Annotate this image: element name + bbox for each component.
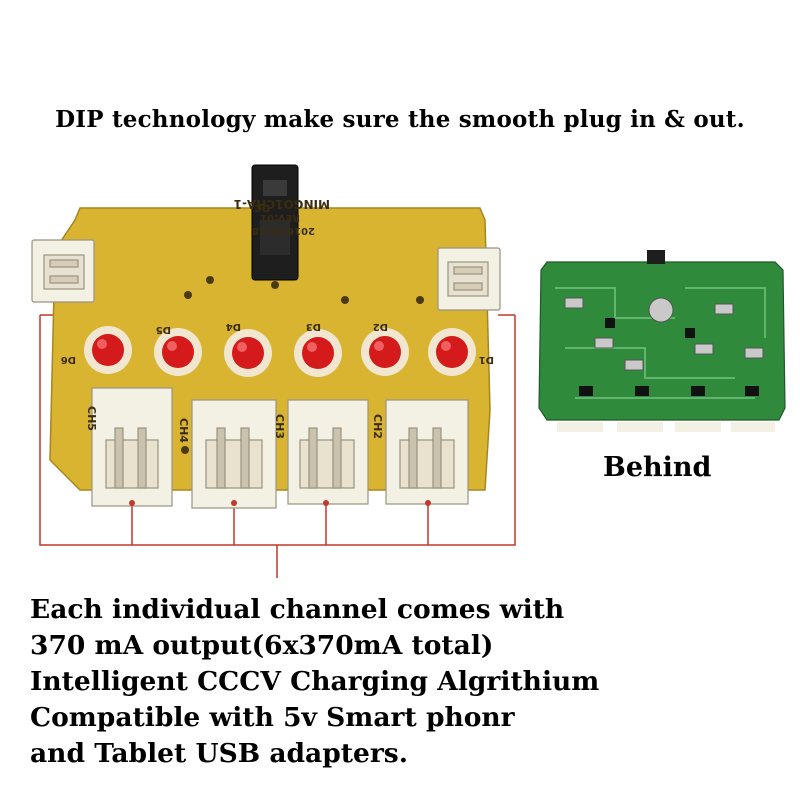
spec-line: Compatible with 5v Smart phonr <box>30 702 515 733</box>
spec-line: 370 mA output(6x370mA total) <box>30 630 494 661</box>
behind-label: Behind <box>603 452 712 483</box>
spec-line: Each individual channel comes with <box>30 594 565 625</box>
channel-label-ch4: CH4 <box>177 418 190 443</box>
led-label-d6: D6 <box>61 354 76 365</box>
charger-board-front-photo: MINGO1CHA-1 REV:01 2016/02/18 DC D6 D5 D… <box>31 164 516 578</box>
connector-top-left <box>31 239 95 303</box>
dc-marking: DC <box>254 202 270 213</box>
channel-label-ch5: CH5 <box>85 406 98 431</box>
spec-text-block: Each individual channel comes with 370 m… <box>30 592 790 772</box>
channel-label-ch2: CH2 <box>371 414 384 439</box>
led-label-d3: D3 <box>306 321 321 332</box>
headline: DIP technology make sure the smooth plug… <box>55 106 745 133</box>
rev-marking: REV:01 <box>260 212 300 223</box>
pcb-green <box>538 261 786 421</box>
connector-ch2 <box>385 399 469 505</box>
led-d4 <box>224 329 272 377</box>
date-marking: 2016/02/18 <box>252 225 315 236</box>
connector-top-right <box>437 247 501 311</box>
charger-board-back-photo <box>538 250 786 432</box>
led-label-d2: D2 <box>373 321 388 332</box>
led-d6 <box>84 326 132 374</box>
channel-label-ch3: CH3 <box>273 414 286 439</box>
connector-ch5 <box>91 387 173 507</box>
led-d2 <box>361 328 409 376</box>
led-row <box>84 326 476 377</box>
led-label-d4: D4 <box>226 321 241 332</box>
leader-lines <box>39 314 516 578</box>
connector-ch4 <box>191 399 277 509</box>
model-marking: MINGO1CHA-1 <box>234 197 330 211</box>
connector-ch3 <box>287 399 369 505</box>
spec-line: and Tablet USB adapters. <box>30 738 408 769</box>
led-label-d1: D1 <box>479 354 494 365</box>
led-d1 <box>428 328 476 376</box>
channel-connectors <box>91 387 469 509</box>
led-d5 <box>154 328 202 376</box>
led-d3 <box>294 329 342 377</box>
led-label-d5: D5 <box>156 324 171 335</box>
spec-line: Intelligent CCCV Charging Algrithium <box>30 666 600 697</box>
